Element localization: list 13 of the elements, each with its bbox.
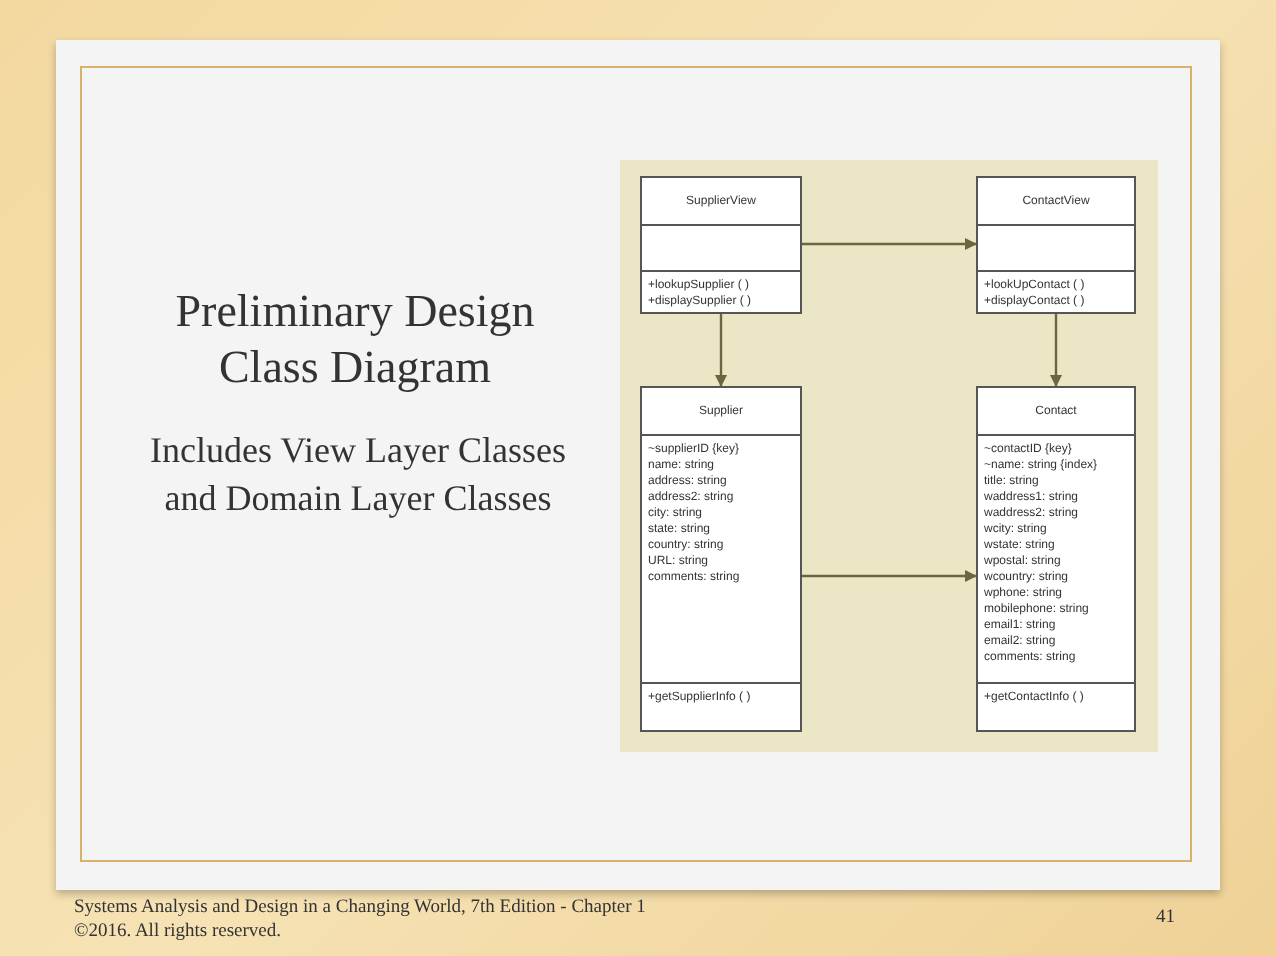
class-box xyxy=(976,386,1136,732)
class-box xyxy=(976,176,1136,314)
page-number: 41 xyxy=(1156,908,1175,928)
copyright-text: ©2016. All rights reserved. xyxy=(74,922,282,942)
arrow xyxy=(802,570,977,582)
slide-title: Preliminary Design Class Diagram xyxy=(173,284,537,396)
footer-text: Systems Analysis and Design in a Changing World, 7th Edition - Chapter 1 xyxy=(74,898,646,918)
subtitle: Includes View Layer Classes and Domain Layer Classes xyxy=(147,428,569,522)
arrow xyxy=(802,238,977,250)
class-box xyxy=(640,386,802,732)
class-box xyxy=(640,176,802,314)
arrow xyxy=(715,314,727,387)
arrow xyxy=(1050,314,1062,387)
